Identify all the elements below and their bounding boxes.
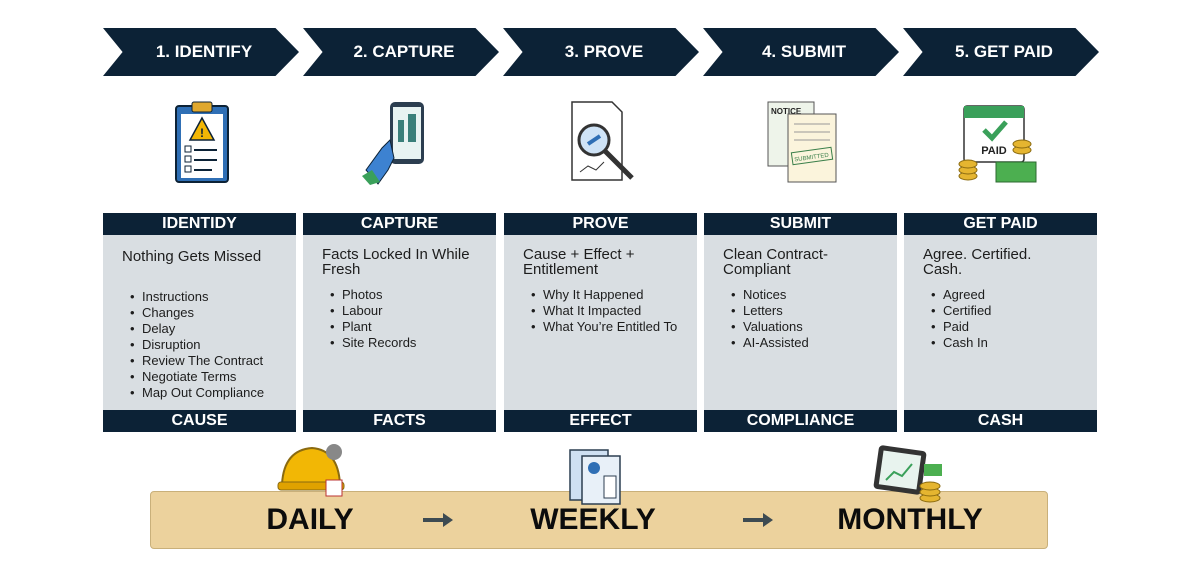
card-capture: CAPTURE Facts Locked In While Fresh Phot…	[303, 213, 496, 432]
list-item: Letters	[731, 303, 879, 319]
card-identify: IDENTIDY Nothing Gets Missed Instruction…	[103, 213, 296, 432]
submitted-stamp-text: SUBMITTED	[794, 153, 830, 164]
card-footer: FACTS	[303, 410, 496, 432]
list-item: AI-Assisted	[731, 335, 879, 351]
list-item: Negotiate Terms	[130, 369, 278, 385]
chevron-step-1: 1. IDENTIFY	[103, 28, 299, 76]
card-subtitle: Agree. Certified. Cash.	[923, 246, 1032, 278]
chevron-step-2: 2. CAPTURE	[303, 28, 499, 76]
chevron-step-5: 5. GET PAID	[903, 28, 1099, 76]
card-subtitle: Clean Contract-Compliant	[723, 246, 829, 278]
phone-capture-icon	[362, 102, 424, 185]
notice-document-icon: NOTICE SUBMITTED	[767, 101, 837, 183]
svg-text:!: !	[200, 126, 204, 140]
card-header: SUBMIT	[704, 213, 897, 235]
list-item: Why It Happened	[531, 287, 679, 303]
tablet-coins-icon	[873, 445, 942, 503]
cadence-weekly: WEEKLY	[530, 503, 656, 536]
card-footer: CAUSE	[103, 410, 296, 432]
list-item: Cash In	[931, 335, 1079, 351]
chevron-label: 2. CAPTURE	[353, 42, 455, 61]
list-item: Certified	[931, 303, 1079, 319]
card-footer: COMPLIANCE	[704, 410, 897, 432]
weekly-reports-icon	[569, 449, 621, 505]
list-item: Agreed	[931, 287, 1079, 303]
list-item: Valuations	[731, 319, 879, 335]
card-list: Notices Letters Valuations AI-Assisted	[723, 287, 879, 351]
card-list: Why It Happened What It Impacted What Yo…	[523, 287, 679, 335]
card-footer: CASH	[904, 410, 1097, 432]
card-footer: EFFECT	[504, 410, 697, 432]
calendar-paid-icon: PAID	[958, 105, 1037, 183]
card-list: Photos Labour Plant Site Records	[322, 287, 478, 351]
list-item: Paid	[931, 319, 1079, 335]
cadence-monthly: MONTHLY	[837, 503, 983, 536]
list-item: Changes	[130, 305, 278, 321]
card-list: Agreed Certified Paid Cash In	[923, 287, 1079, 351]
card-subtitle: Cause + Effect + Entitlement	[523, 246, 635, 278]
paid-text: PAID	[981, 145, 1007, 157]
list-item: Map Out Compliance	[130, 385, 278, 401]
list-item: Instructions	[130, 289, 278, 305]
list-item: Labour	[330, 303, 478, 319]
chevron-label: 3. PROVE	[564, 42, 644, 61]
list-item: Site Records	[330, 335, 478, 351]
list-item: Plant	[330, 319, 478, 335]
list-item: Delay	[130, 321, 278, 337]
list-item: Review The Contract	[130, 353, 278, 369]
card-header: PROVE	[504, 213, 697, 235]
card-header: GET PAID	[904, 213, 1097, 235]
chevron-label: 1. IDENTIFY	[155, 42, 253, 61]
card-get-paid: GET PAID Agree. Certified. Cash. Agreed …	[904, 213, 1097, 432]
arrow-right-icon	[743, 513, 773, 527]
cadence-daily: DAILY	[266, 503, 354, 536]
card-subtitle: Nothing Gets Missed	[122, 248, 262, 265]
list-item: Notices	[731, 287, 879, 303]
card-submit: SUBMIT Clean Contract-Compliant Notices …	[704, 213, 897, 432]
chevron-label: 5. GET PAID	[955, 42, 1053, 61]
list-item: What You’re Entitled To	[531, 319, 679, 335]
card-prove: PROVE Cause + Effect + Entitlement Why I…	[504, 213, 697, 432]
clipboard-warning-icon: !	[175, 101, 229, 183]
list-item: Photos	[330, 287, 478, 303]
arrow-right-icon	[423, 513, 453, 527]
list-item: Disruption	[130, 337, 278, 353]
card-header: CAPTURE	[303, 213, 496, 235]
chevron-step-4: 4. SUBMIT	[703, 28, 899, 76]
chevron-step-3: 3. PROVE	[503, 28, 699, 76]
hard-hat-calendar-icon	[277, 444, 345, 497]
card-subtitle: Facts Locked In While Fresh	[322, 246, 470, 278]
list-item: What It Impacted	[531, 303, 679, 319]
document-magnifier-link-icon	[571, 101, 634, 181]
card-header: IDENTIDY	[103, 213, 296, 235]
notice-stamp-text: NOTICE	[771, 107, 802, 116]
chevron-label: 4. SUBMIT	[761, 42, 847, 61]
card-list: Instructions Changes Delay Disruption Re…	[122, 289, 278, 401]
